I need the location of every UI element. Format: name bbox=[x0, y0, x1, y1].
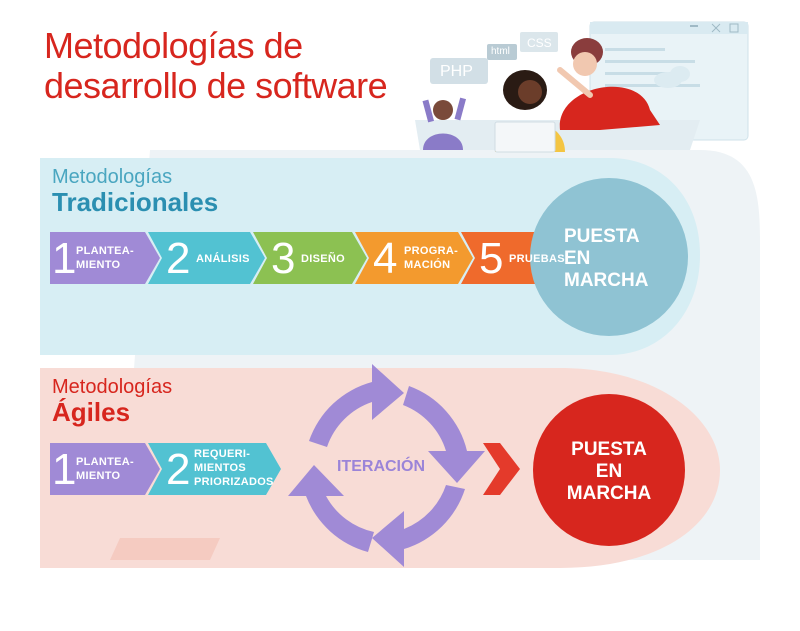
agile-step-1-number: 1 bbox=[52, 445, 77, 494]
trad-step-3-number: 3 bbox=[271, 234, 296, 283]
trad-final-line3: MARCHA bbox=[564, 270, 649, 291]
agile-step-1-label: PLANTEA- MIENTO bbox=[76, 455, 134, 483]
agile-step-2-label-line3: PRIORIZADOS bbox=[194, 476, 274, 488]
trad-final-circle bbox=[530, 178, 688, 336]
traditional-label-small: Metodologías bbox=[52, 166, 173, 188]
agile-final-line2: EN bbox=[595, 461, 623, 482]
agile-arrow-shape bbox=[483, 443, 520, 495]
agile-step-1-label-line1: PLANTEA- bbox=[76, 456, 135, 468]
agile-final-circle bbox=[533, 394, 685, 546]
agile-label-big: Ágiles bbox=[52, 397, 131, 427]
agile-steps bbox=[50, 443, 281, 495]
agile-step-2-label-line2: MIENTOS bbox=[194, 462, 247, 474]
trad-step-4-label-line2: MACIÓN bbox=[404, 259, 451, 271]
trad-step-5-label: PRUEBAS bbox=[509, 253, 565, 265]
css-tag: CSS bbox=[527, 36, 552, 50]
agile-label-small: Metodologías bbox=[52, 376, 173, 398]
agile-step-2-number: 2 bbox=[166, 445, 191, 494]
trad-step-4-label-line1: PROGRA- bbox=[404, 245, 459, 257]
trad-step-2-shape bbox=[148, 232, 265, 284]
agile-step-1-label-line2: MIENTO bbox=[76, 470, 121, 482]
iteration-cycle bbox=[288, 364, 485, 567]
title-line-1: Metodologías de bbox=[44, 25, 303, 66]
illustration bbox=[415, 21, 749, 153]
traditional-label-big: Tradicionales bbox=[52, 187, 219, 217]
trad-final-line1: PUESTA bbox=[564, 226, 640, 247]
page-title: Metodologías de desarrollo de software bbox=[44, 25, 388, 106]
iteration-label: ITERACIÓN bbox=[337, 458, 425, 475]
agile-band bbox=[40, 368, 720, 568]
trad-final-label: PUESTA EN MARCHA bbox=[564, 226, 664, 292]
agile-step-1-shape bbox=[50, 443, 160, 495]
html-tag: html bbox=[491, 46, 510, 57]
trad-step-3-shape bbox=[253, 232, 367, 284]
php-tag: PHP bbox=[440, 63, 473, 80]
trad-step-1-label-line1: PLANTEA- bbox=[76, 245, 135, 257]
trad-step-5-number: 5 bbox=[479, 234, 504, 283]
agile-step-2-shape bbox=[148, 443, 281, 495]
agile-step-2-label: REQUERI- MIENTOS PRIORIZADOS bbox=[194, 447, 274, 489]
title-line-2: desarrollo de software bbox=[44, 65, 388, 106]
trad-step-2-label: ANÁLISIS bbox=[196, 253, 250, 265]
trad-step-1-shape bbox=[50, 232, 160, 284]
trad-step-1-label: PLANTEA- MIENTO bbox=[76, 244, 134, 272]
agile-final-line3: MARCHA bbox=[566, 483, 652, 504]
agile-final-label: PUESTA EN MARCHA bbox=[559, 439, 659, 505]
agile-final-line1: PUESTA bbox=[571, 439, 647, 460]
trad-step-4-shape bbox=[355, 232, 473, 284]
trad-step-3-label: DISEÑO bbox=[301, 253, 345, 265]
trad-step-1-label-line2: MIENTO bbox=[76, 259, 121, 271]
trad-step-2-number: 2 bbox=[166, 234, 191, 283]
trad-step-4-label: PROGRA- MACIÓN bbox=[404, 244, 458, 272]
trad-final-line2: EN bbox=[564, 248, 591, 269]
trad-step-4-number: 4 bbox=[373, 234, 398, 283]
trad-step-1-number: 1 bbox=[52, 234, 77, 283]
agile-step-2-label-line1: REQUERI- bbox=[194, 448, 251, 460]
